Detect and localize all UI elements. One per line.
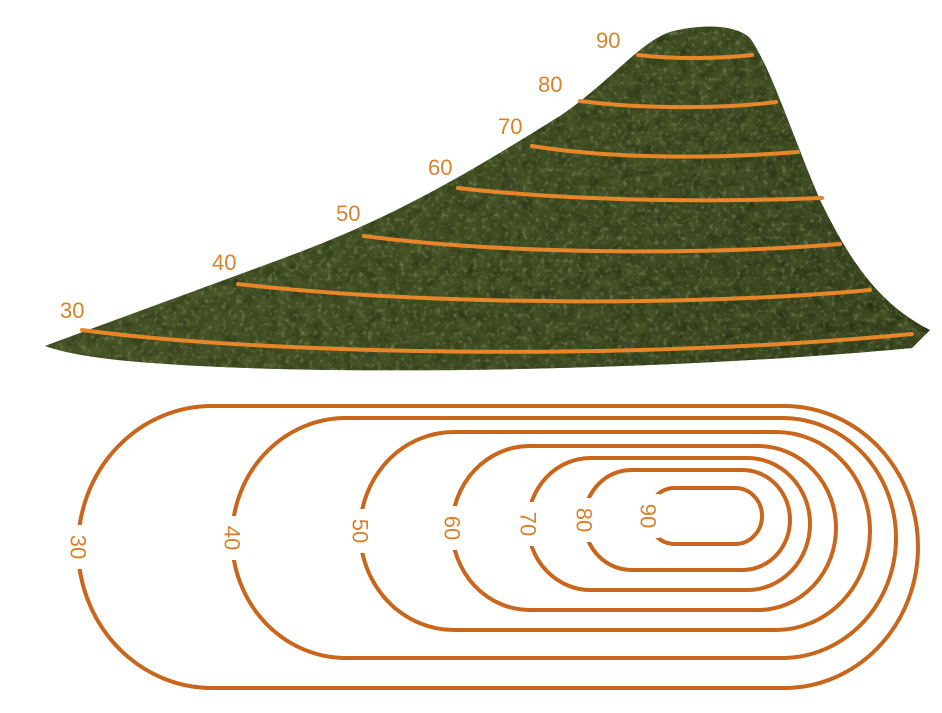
map-contour-label: 40 [220, 526, 245, 550]
map-contour-label: 80 [572, 508, 597, 532]
map-contour-label: 90 [636, 504, 661, 528]
hill-illustration: 30 40 50 60 70 80 90 [45, 27, 930, 371]
hill-contour-label: 50 [336, 201, 360, 226]
hill-contour-label: 90 [596, 28, 620, 53]
map-contour-line [584, 470, 790, 570]
hill-contour-label: 40 [212, 250, 236, 275]
map-contour-label: 60 [440, 516, 465, 540]
contour-map: 30 40 50 60 70 80 90 [66, 406, 919, 688]
map-contour-label: 50 [348, 519, 373, 543]
map-contour-label: 70 [516, 512, 541, 536]
map-contour-line [232, 418, 896, 658]
map-contour-lines [78, 406, 918, 688]
hill-contour-label: 60 [428, 155, 452, 180]
map-contour-line [648, 488, 762, 544]
hill-contour-label: 80 [538, 72, 562, 97]
map-contour-label: 30 [66, 535, 91, 559]
hill-contour-label: 30 [60, 298, 84, 323]
map-contour-line [78, 406, 918, 688]
hill-contour-label: 70 [498, 114, 522, 139]
